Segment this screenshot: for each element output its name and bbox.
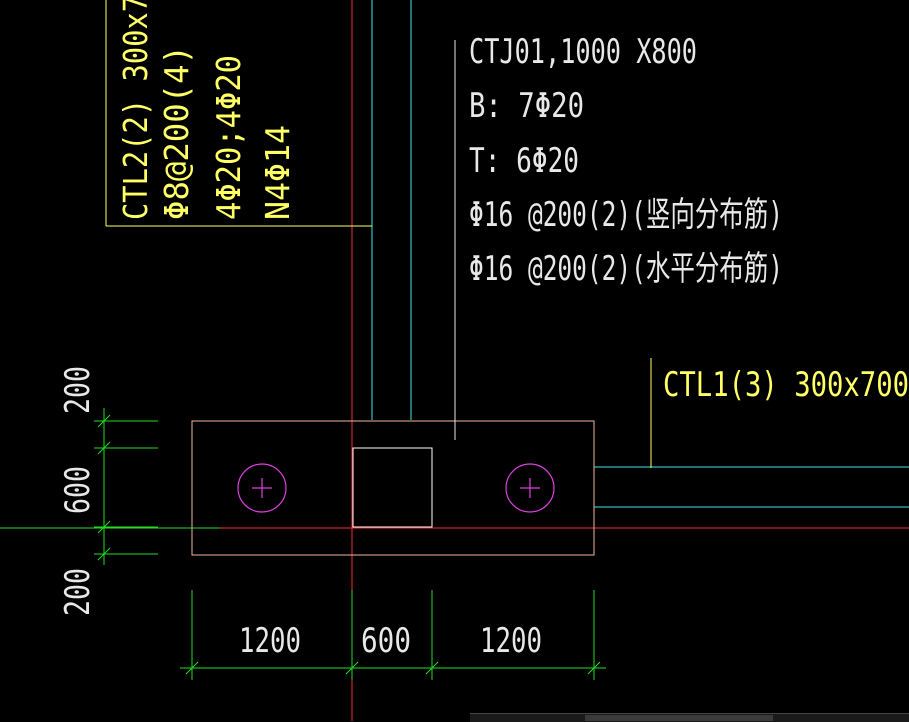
dimension-labels: 1200 600 1200 200 600 200 — [58, 366, 542, 661]
dimension-horizontal — [180, 590, 606, 680]
dim-right-span: 1200 — [480, 621, 542, 661]
pile-cap-label: CTJ01,1000 X800 — [469, 32, 697, 72]
dim-bottom-edge: 200 — [58, 568, 98, 616]
column-square — [352, 447, 433, 528]
pile-circle-icon — [505, 463, 555, 513]
pile-circle-icon — [237, 463, 287, 513]
dim-middle-height: 600 — [58, 466, 98, 514]
beam-vertical-stirrup: Φ8@200(4) — [157, 45, 196, 220]
pile-cap-outline — [191, 420, 595, 556]
pile-cap-annotation: CTJ01,1000 X800 B: 7Φ20 T: 6Φ20 Φ16 @200… — [469, 32, 783, 289]
dimension-vertical — [94, 408, 158, 565]
status-block — [585, 715, 773, 721]
dim-top-edge: 200 — [58, 366, 98, 414]
dim-middle-span: 600 — [361, 621, 411, 661]
beam-horizontal-label: CTL1(3) 300x700 — [663, 365, 909, 405]
beam-vertical-side-rebar: N4Φ14 — [258, 125, 297, 220]
dim-left-span: 1200 — [239, 621, 301, 661]
beam-vertical-main-rebar: 4Φ20;4Φ20 — [209, 55, 248, 220]
pile-cap-rebar-top: T: 6Φ20 — [469, 141, 579, 181]
pile-cap-rebar-vertical-dist: Φ16 @200(2)(竖向分布筋) — [469, 195, 783, 235]
pile-cap-rebar-bottom: B: 7Φ20 — [469, 86, 584, 126]
pile-cap-rebar-horizontal-dist: Φ16 @200(2)(水平分布筋) — [469, 249, 783, 289]
beam-vertical-annotation: CTL2(2) 300x7 Φ8@200(4) 4Φ20;4Φ20 N4Φ14 — [116, 0, 297, 220]
beam-vertical-label: CTL2(2) 300x7 — [116, 0, 155, 220]
